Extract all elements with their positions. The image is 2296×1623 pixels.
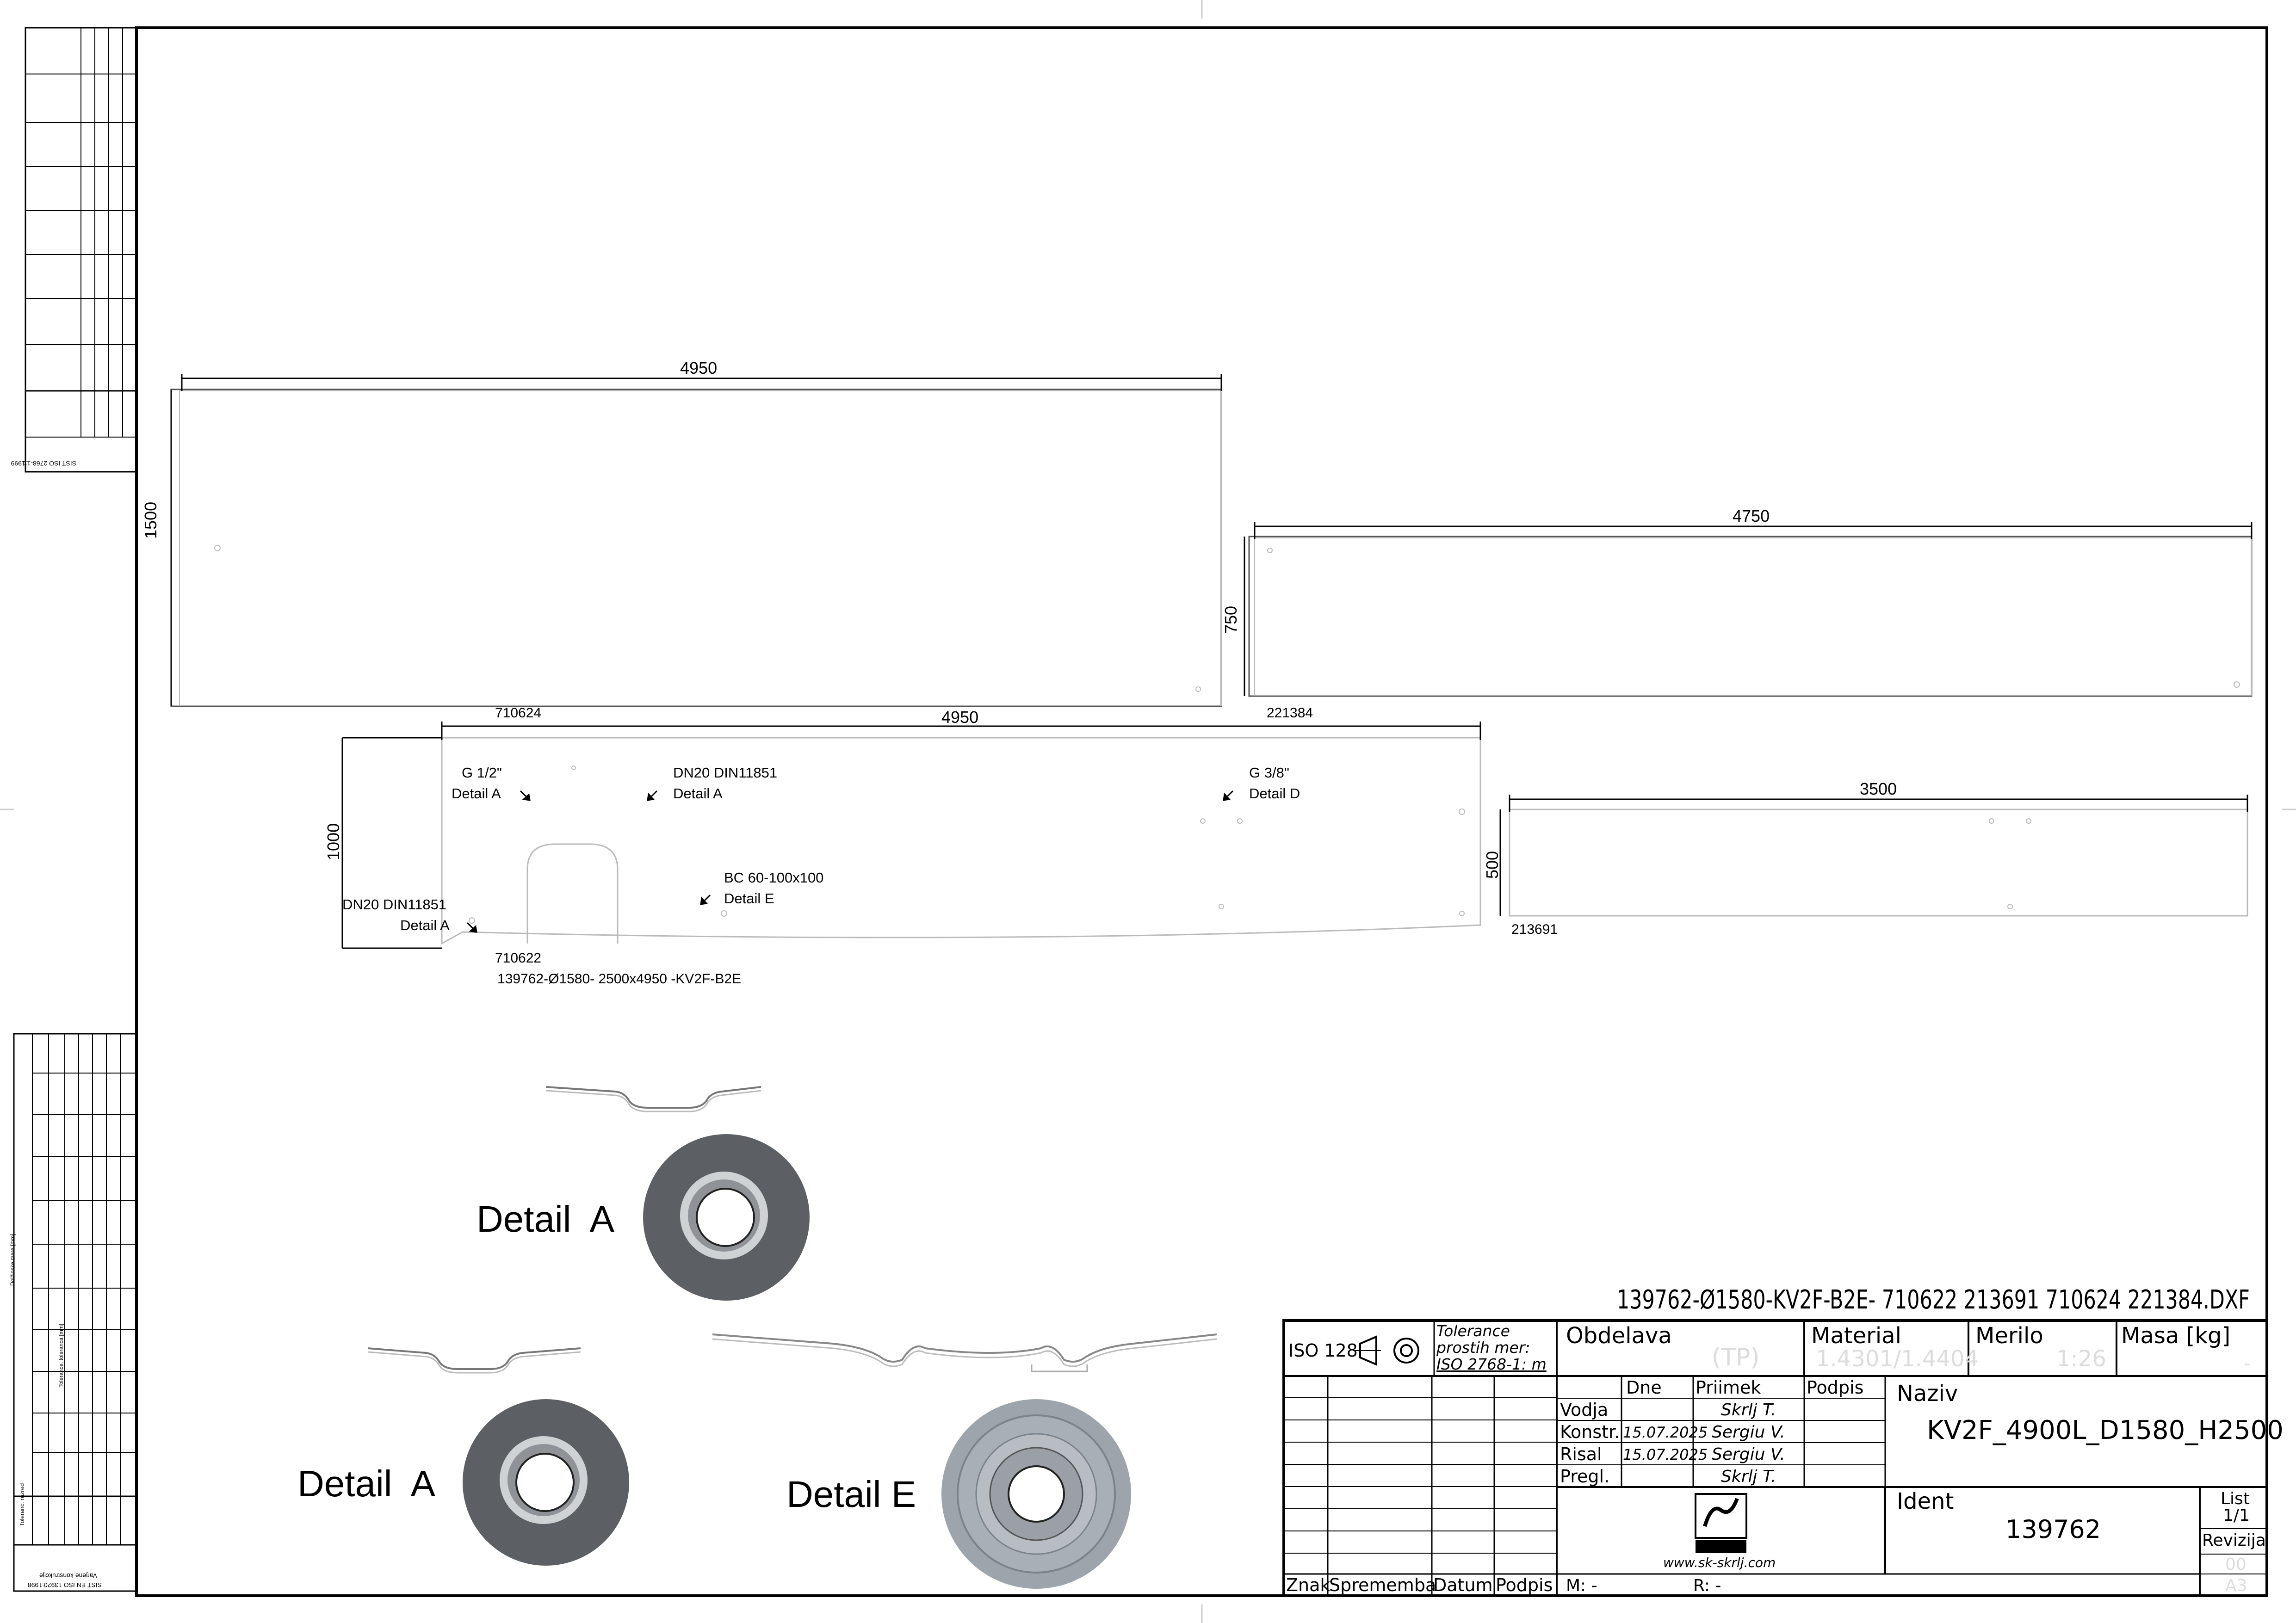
- row-konstr-role: Konstr.: [1560, 1422, 1620, 1442]
- callout-detail: Detail E: [724, 890, 774, 907]
- callout-dn20-top: DN20 DIN11851 Detail A: [673, 762, 777, 804]
- lower-table-subtitle: Varjene konstrukcije: [39, 1572, 97, 1580]
- detail-a-bottom-graphic: [367, 1347, 629, 1566]
- material-label: Material: [1811, 1323, 1901, 1349]
- obdelava-label: Obdelava: [1566, 1323, 1672, 1349]
- callout-label: DN20 DIN11851: [673, 765, 778, 781]
- callout-label: DN20 DIN11851: [342, 896, 447, 913]
- revizija-value: 00: [2225, 1555, 2246, 1574]
- col-priimek: Priimek: [1696, 1377, 1761, 1398]
- rev-sprememba: Sprememba: [1329, 1575, 1436, 1595]
- row-konstr-name: Sergiu V.: [1712, 1423, 1785, 1442]
- col-dne: Dne: [1626, 1377, 1662, 1398]
- part-id-213691: 213691: [1511, 922, 1558, 937]
- masa-value: -: [2244, 1353, 2251, 1374]
- tolerance-line: ISO 2768-1: m: [1436, 1355, 1547, 1373]
- part-main: [341, 722, 1481, 949]
- callout-detail: Detail A: [400, 917, 450, 933]
- row-konstr-date: 15.07.2025: [1623, 1424, 1708, 1441]
- part-id-710624: 710624: [495, 705, 542, 721]
- callout-label: G 3/8": [1249, 765, 1289, 781]
- bottom-m: M: -: [1566, 1576, 1597, 1595]
- detail-a-bottom-label: Detail A: [297, 1463, 435, 1504]
- callout-detail: Detail A: [673, 785, 723, 802]
- format-value: A3: [2225, 1576, 2247, 1595]
- list-label: List: [2221, 1489, 2250, 1508]
- part-top-left: [170, 374, 1222, 707]
- col-podpis: Podpis: [1807, 1377, 1864, 1398]
- row-pregl-name: Skrlj T.: [1721, 1467, 1776, 1486]
- tolerance-table-upper: [25, 27, 137, 473]
- merilo-value: 1:26: [2056, 1346, 2106, 1372]
- callout-g-threeeighths: G 3/8" Detail D: [1249, 762, 1300, 804]
- lower-table-title: SIST EN ISO 13920:1998: [27, 1581, 102, 1589]
- callout-g-half: G 1/2" Detail A: [452, 762, 502, 804]
- company-website: www.sk-skrlj.com: [1663, 1555, 1776, 1570]
- rev-podpis: Podpis: [1496, 1575, 1553, 1595]
- naziv-value: KV2F_4900L_D1580_H2500: [1927, 1415, 2284, 1445]
- part-main-caption: 139762-Ø1580- 2500x4950 -KV2F-B2E: [497, 971, 742, 987]
- drawing-frame: [135, 26, 2268, 1597]
- part-top-right: [1244, 522, 2253, 697]
- merilo-label: Merilo: [1975, 1323, 2043, 1349]
- part-id-221384: 221384: [1267, 705, 1313, 721]
- part-id-710622: 710622: [495, 950, 542, 966]
- callout-bc: BC 60-100x100 Detail E: [724, 867, 823, 909]
- detail-e-graphic: [712, 1333, 1217, 1589]
- ident-label: Ident: [1897, 1488, 1954, 1514]
- row-vodja-role: Vodja: [1560, 1400, 1609, 1420]
- tolerance-line: Tolerance: [1436, 1322, 1510, 1340]
- row-risal-role: Risal: [1560, 1444, 1602, 1464]
- bottom-r: R: -: [1693, 1576, 1721, 1595]
- dim-mid-right-height: 500: [1483, 851, 1502, 879]
- dim-top-left-width: 4950: [680, 358, 718, 377]
- linear-dims-label: Dolžinske mere [mm]: [9, 1234, 16, 1286]
- callout-dn20-left: DN20 DIN11851 Detail A: [342, 894, 450, 936]
- dim-main-width: 4950: [941, 708, 979, 727]
- tolerance-line: prostih mer:: [1436, 1339, 1530, 1357]
- row-risal-name: Sergiu V.: [1712, 1445, 1785, 1464]
- class-label: Toleranc. razred: [19, 1483, 25, 1526]
- row-risal-date: 15.07.2025: [1623, 1446, 1708, 1463]
- upper-table-title: SIST ISO 2768-1:1999: [11, 460, 76, 467]
- naziv-label: Naziv: [1897, 1381, 1958, 1407]
- tolerance-table-lower: [13, 1033, 137, 1592]
- material-value: 1.4301/1.4404: [1816, 1346, 1979, 1372]
- detail-a-top-label: Detail A: [477, 1198, 614, 1240]
- detail-a-top-graphic: [545, 1086, 810, 1301]
- revizija-label: Revizija: [2202, 1531, 2266, 1550]
- rev-datum: Datum: [1433, 1575, 1493, 1595]
- dim-mid-right-width: 3500: [1860, 779, 1897, 798]
- ident-value: 139762: [2005, 1515, 2101, 1544]
- detail-e-label: Detail E: [786, 1474, 916, 1515]
- row-pregl-role: Pregl.: [1560, 1466, 1610, 1487]
- dxf-file-name: 139762-Ø1580-KV2F-B2E- 710622 213691 710…: [1617, 1285, 2250, 1315]
- company-logo-icon: [1695, 1493, 1747, 1553]
- row-vodja-name: Skrlj T.: [1721, 1401, 1776, 1419]
- title-block-lines: [1282, 1319, 2268, 1597]
- dim-top-right-height: 750: [1221, 605, 1240, 634]
- part-mid-right: [1499, 795, 2248, 917]
- callout-detail: Detail A: [452, 785, 501, 802]
- callout-label: BC 60-100x100: [724, 870, 824, 886]
- angular-dims-label: Tolerance, toleranca [mm]: [58, 1323, 64, 1388]
- iso-standard: ISO 128: [1288, 1340, 1358, 1361]
- projection-symbol-icon: [1353, 1335, 1419, 1366]
- masa-label: Masa [kg]: [2121, 1323, 2231, 1349]
- dim-main-height: 1000: [324, 823, 343, 860]
- dim-top-left-height: 1500: [141, 501, 160, 539]
- callout-label: G 1/2": [462, 765, 502, 781]
- callout-detail: Detail D: [1249, 785, 1300, 802]
- list-value: 1/1: [2223, 1506, 2250, 1525]
- obdelava-value: (TP): [1712, 1344, 1760, 1371]
- tolerance-note: Tolerance prostih mer: ISO 2768-1: m: [1436, 1323, 1547, 1373]
- rev-znak: Znak: [1286, 1575, 1331, 1595]
- dim-top-right-width: 4750: [1733, 506, 1770, 525]
